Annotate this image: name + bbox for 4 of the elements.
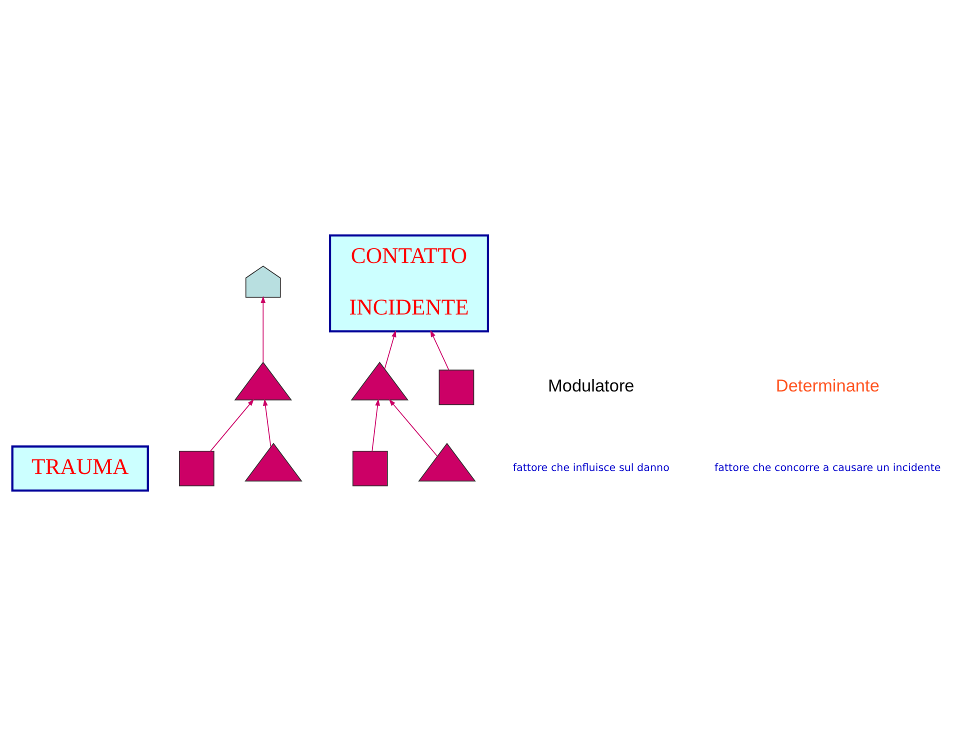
label: Modulatore	[548, 376, 634, 396]
label: fattore che concorre a causare un incidente	[714, 462, 941, 474]
label: fattore che influisce sul danno	[512, 462, 670, 474]
label: Determinante	[776, 376, 880, 396]
